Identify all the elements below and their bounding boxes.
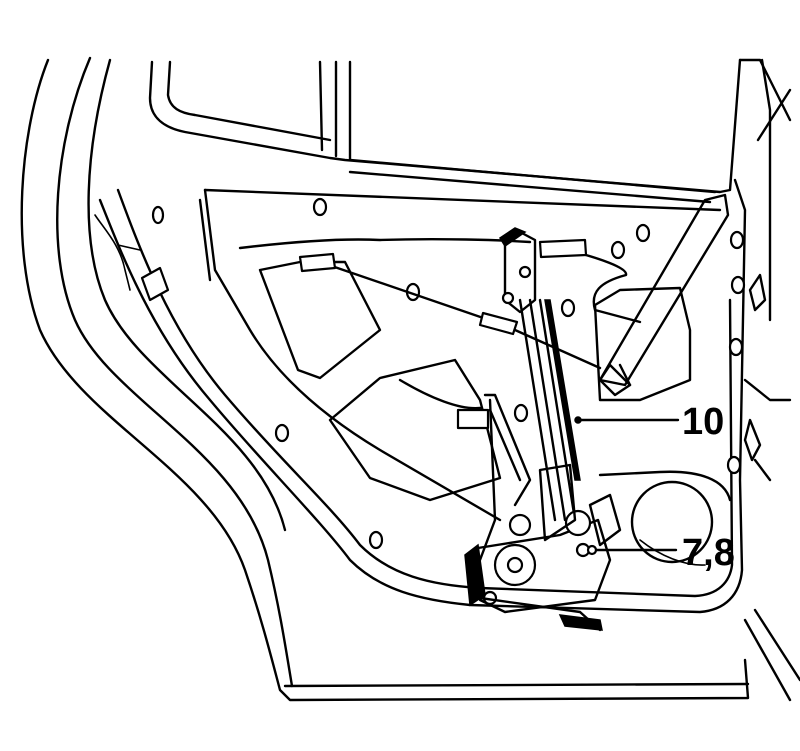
hinge-area bbox=[94, 205, 170, 302]
glass-channel bbox=[598, 193, 730, 397]
regulator-motor bbox=[464, 463, 622, 632]
window-regulator bbox=[478, 227, 581, 562]
callout-10-dot bbox=[574, 416, 582, 424]
rear-edge-trim bbox=[738, 58, 800, 702]
callout-10: 10 bbox=[574, 401, 724, 443]
callout-10-label: 10 bbox=[682, 401, 724, 443]
speaker-opening bbox=[598, 470, 732, 566]
window-frame bbox=[148, 58, 742, 204]
callout-7-8-label: 7,8 bbox=[682, 532, 735, 574]
door-outer-shell bbox=[20, 56, 750, 702]
callout-7-8: 7,8 bbox=[594, 532, 735, 574]
inner-panel-outline bbox=[98, 178, 747, 614]
